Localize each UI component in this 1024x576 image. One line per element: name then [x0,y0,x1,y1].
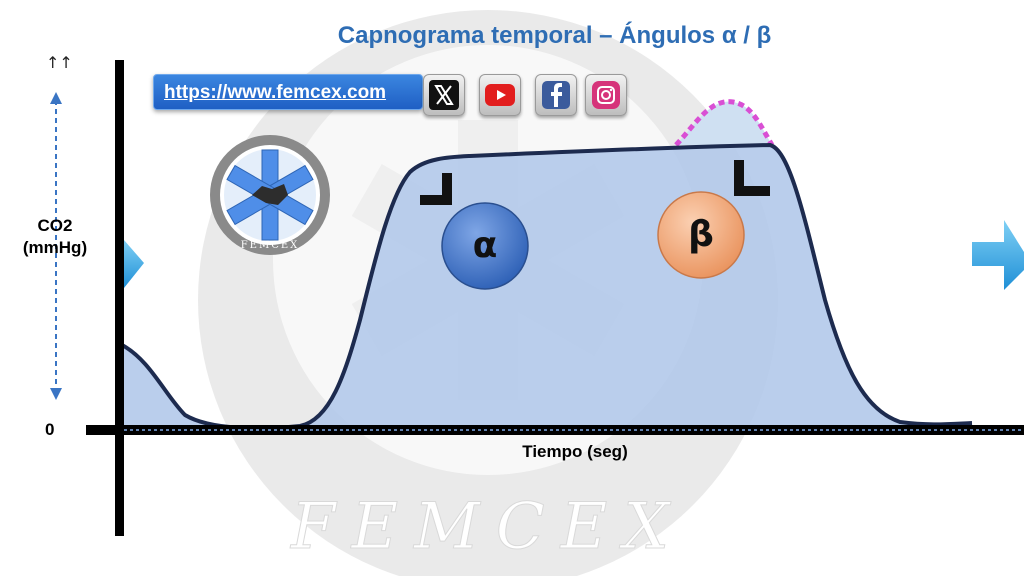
watermark-text: FEMCEX [290,490,685,564]
y-axis-label-line1: CO2 [37,216,73,235]
beta-dashed-peak [674,99,775,147]
x-axis-line [86,425,1024,435]
facebook-icon[interactable] [535,74,577,116]
waveform-area [122,145,972,430]
beta-label: β [688,214,714,255]
beta-circle [657,191,745,279]
y-axis-label-line2: (mmHg) [22,238,88,257]
logo-text: FEMCEX [241,240,300,251]
youtube-icon[interactable] [479,74,521,116]
y-axis-double-arrow [50,92,62,400]
beta-angle-marker [734,160,770,196]
y-axis-top-arrows: ↑↑ [46,53,73,72]
x-axis-label: Tiempo (seg) [522,442,628,461]
alpha-circle [441,202,529,290]
website-link[interactable]: https://www.femcex.com [164,82,387,103]
website-link-bar[interactable]: https://www.femcex.com [153,74,423,110]
instagram-icon[interactable] [585,74,627,116]
y-axis-zero-label: 0 [45,420,55,439]
left-nav-arrow-icon[interactable] [124,240,144,288]
x-icon[interactable] [423,74,465,116]
y-axis-line [115,60,124,536]
page-title: Capnograma temporal – Ángulos α / β [337,22,772,49]
y-axis-label: CO2 (mmHg) [0,215,110,259]
alpha-label: α [472,225,498,266]
right-nav-arrow-icon[interactable] [972,220,1024,290]
alpha-angle-marker [420,173,452,205]
femcex-logo: FEMCEX [210,135,330,255]
